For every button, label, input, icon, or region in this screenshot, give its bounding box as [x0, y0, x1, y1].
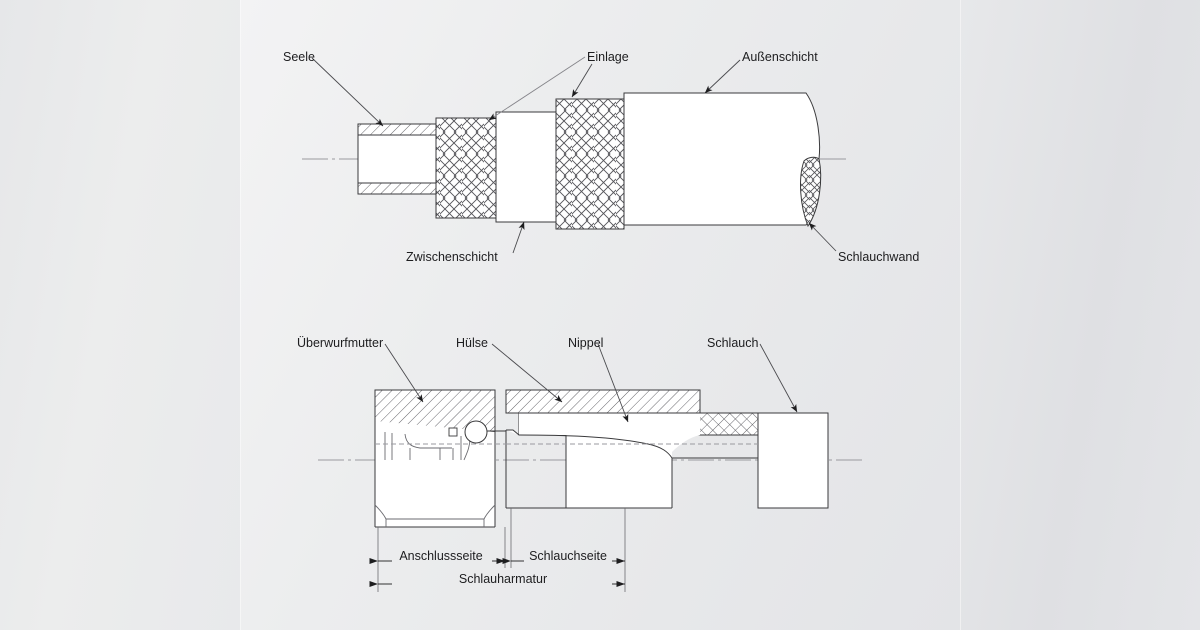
- label-zwischenschicht: Zwischenschicht: [406, 250, 498, 264]
- leader-einlage-left: [488, 56, 586, 121]
- label-ueberwurfmutter: Überwurfmutter: [297, 336, 383, 350]
- leader-schlauch: [759, 343, 798, 413]
- leader-zwischenschicht: [512, 221, 525, 254]
- label-huelse: Hülse: [456, 336, 488, 350]
- part-core-seele: [357, 123, 437, 195]
- label-schlauchwand: Schlauchwand: [838, 250, 919, 264]
- leader-ueberwurfmutter: [384, 343, 424, 403]
- leader-schlauchwand: [808, 222, 837, 252]
- part-nipple-nippel: [505, 413, 758, 509]
- label-einlage: Einlage: [587, 50, 629, 64]
- background-seam-left: [240, 0, 241, 630]
- sealing-ball: [464, 420, 488, 444]
- leader-huelse: [491, 343, 563, 403]
- label-aussenschicht: Außenschicht: [742, 50, 818, 64]
- dimension-label-schlauchseite: Schlauchseite: [529, 549, 607, 563]
- part-inner-braid-einlage: [435, 117, 497, 219]
- label-seele: Seele: [283, 50, 315, 64]
- dimension-label-anschlussseite: Anschlussseite: [399, 549, 482, 563]
- leader-aussenschicht: [704, 59, 741, 94]
- leader-seele: [311, 57, 384, 127]
- background-seam-right: [960, 0, 961, 630]
- part-union-nut-ueberwurfmutter: [374, 389, 506, 528]
- part-hose-wall-cutaway-schlauchwand: [800, 156, 822, 228]
- dimension-label-schlaucharmatur: Schlauharmatur: [459, 572, 547, 586]
- leader-einlage-right: [571, 63, 593, 98]
- leader-nippel: [597, 343, 629, 423]
- label-nippel: Nippel: [568, 336, 603, 350]
- dimension-block: Anschlussseite Schlauchseite Schlauharma…: [369, 508, 626, 592]
- lower-leader-lines: [384, 343, 798, 423]
- label-schlauch: Schlauch: [707, 336, 758, 350]
- part-hose-schlauch: [757, 412, 829, 509]
- part-outer-braid-einlage: [555, 98, 625, 230]
- part-sleeve-huelse: [505, 389, 701, 414]
- upper-figure-hose-layers: Seele Einlage Außenschicht Zwischenschic…: [283, 50, 919, 264]
- background-band-left: [0, 0, 240, 630]
- upper-leader-lines: [311, 56, 837, 254]
- lower-figure-fitting-assembly: Anschlussseite Schlauchseite Schlauharma…: [297, 336, 862, 592]
- part-cover-aussenschicht: [623, 92, 821, 226]
- background-band-right: [960, 0, 1200, 630]
- part-intermediate-layer-zwischenschicht: [495, 111, 557, 223]
